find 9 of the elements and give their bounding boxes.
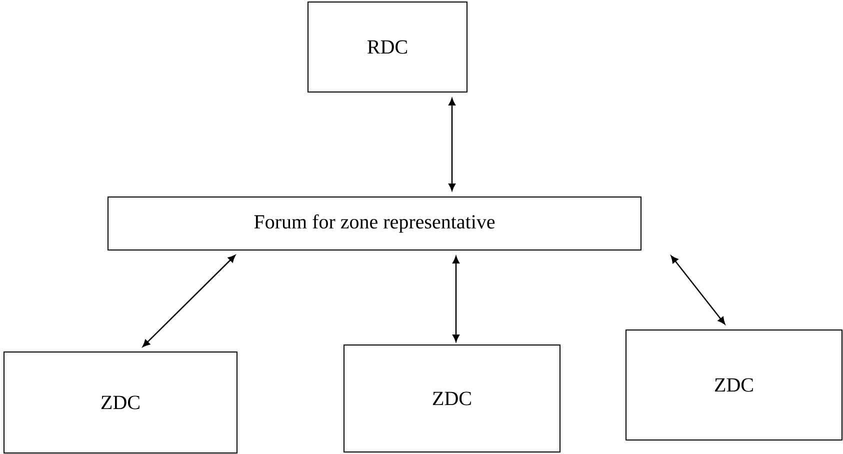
box: RDC	[308, 2, 468, 92]
double-arrow	[452, 256, 460, 342]
box: Forum for zone representative	[108, 196, 642, 250]
box: ZDC	[4, 352, 238, 454]
double-arrow	[670, 256, 726, 324]
box: ZDC	[344, 344, 560, 452]
double-arrow	[448, 98, 456, 191]
double-arrow	[142, 254, 236, 348]
box: ZDC	[626, 330, 842, 440]
